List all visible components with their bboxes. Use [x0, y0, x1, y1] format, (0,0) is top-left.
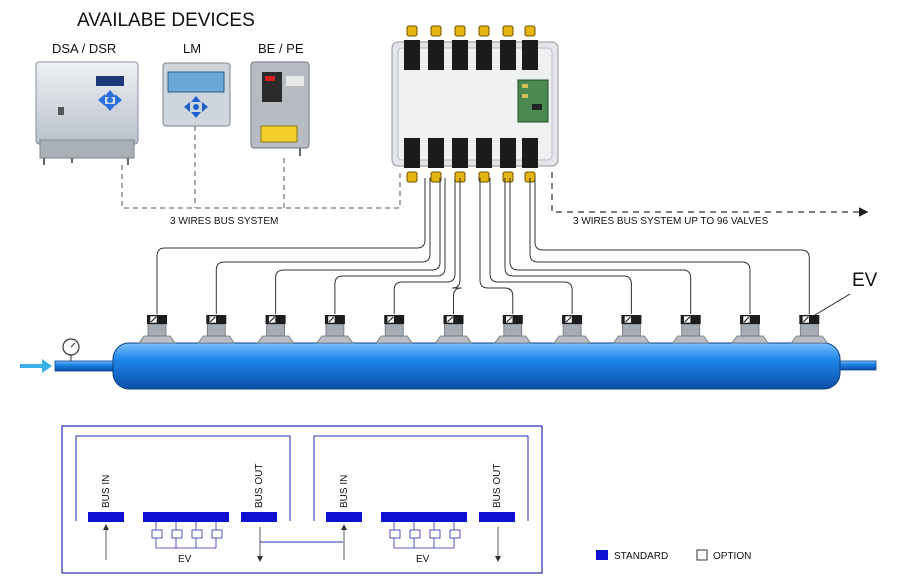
option-terminal — [449, 529, 461, 539]
page-title: AVAILABE DEVICES — [77, 10, 255, 31]
valve-wire — [451, 178, 462, 314]
ev-pointer — [809, 293, 851, 319]
schematic-module: BUS IN BUS OUT EV — [75, 435, 291, 565]
inlet-arrow-icon — [42, 359, 52, 373]
solenoid-valve — [494, 315, 532, 344]
terminal-connector-bottom — [452, 138, 468, 168]
controller-box-image — [391, 41, 559, 167]
bus-right-label: 3 WIRES BUS SYSTEM UP TO 96 VALVES — [573, 216, 769, 227]
valve-wire — [334, 178, 446, 314]
solenoid-valve — [197, 315, 236, 344]
bus-line-dsa — [121, 165, 401, 209]
bus-left-label: 3 WIRES BUS SYSTEM — [170, 216, 278, 227]
ev-block — [143, 512, 229, 522]
schematic-modules: BUS IN BUS OUT EV BUS IN BUS OUT EV — [75, 435, 529, 565]
solenoid-valve — [790, 315, 829, 344]
legend-option-label: OPTION — [713, 551, 751, 562]
terminal-connector-top — [404, 40, 420, 70]
terminal-connector-bottom — [522, 138, 538, 168]
bus-out-label: BUS OUT — [254, 464, 265, 508]
schematic-frame — [61, 425, 543, 574]
option-terminal — [151, 529, 163, 539]
solenoid-valve — [138, 315, 176, 344]
solenoid-valve — [731, 315, 769, 344]
terminal-connector-bottom — [500, 138, 516, 168]
terminal-connector-top — [476, 40, 492, 70]
terminal-connector-top — [522, 40, 538, 70]
terminal-screw-top — [478, 25, 490, 37]
solenoid-valve — [434, 315, 473, 344]
module-ev-label: EV — [416, 554, 430, 565]
bus-out-block — [479, 512, 515, 522]
terminal-connector-top — [452, 40, 468, 70]
inlet-pipe — [54, 360, 116, 372]
outlet-pipe — [835, 360, 877, 371]
bus-in-label: BUS IN — [101, 475, 112, 508]
device-label-be: BE / PE — [258, 41, 304, 56]
terminal-screw-top — [524, 25, 536, 37]
schematic-module: BUS IN BUS OUT EV — [313, 435, 529, 565]
solenoid-valve — [671, 315, 710, 344]
terminal-connector-top — [500, 40, 516, 70]
terminal-connector-bottom — [476, 138, 492, 168]
manifold-pipe — [112, 342, 841, 390]
bus-out-arrow — [551, 172, 869, 217]
controller-bottom-terminals — [404, 138, 538, 183]
solenoid-valve — [256, 315, 295, 344]
terminal-connector-bottom — [428, 138, 444, 168]
terminal-connector-top — [428, 40, 444, 70]
legend-standard-label: STANDARD — [614, 551, 668, 562]
valve-wire — [393, 178, 456, 314]
valve-wire — [504, 178, 632, 314]
terminal-screw-top — [430, 25, 442, 37]
bus-in-block — [326, 512, 362, 522]
option-terminal — [389, 529, 401, 539]
option-terminal — [409, 529, 421, 539]
terminal-screw-bottom — [478, 171, 490, 183]
ev-block — [381, 512, 467, 522]
solenoid-valve — [612, 315, 651, 344]
ev-label: EV — [852, 270, 878, 291]
module-ev-label: EV — [178, 554, 192, 565]
controller-top-terminals — [404, 25, 538, 70]
solenoid-valve — [316, 315, 354, 344]
terminal-connector-bottom — [404, 138, 420, 168]
terminal-screw-top — [454, 25, 466, 37]
valve-wire — [529, 178, 751, 314]
valve-wire — [489, 178, 573, 314]
dsa-dsr-device-image — [35, 61, 139, 165]
gauge-needle — [70, 342, 76, 348]
solenoid-valve — [375, 315, 413, 344]
bus-out-label: BUS OUT — [492, 464, 503, 508]
device-label-lm: LM — [183, 41, 201, 56]
legend-standard-swatch — [596, 550, 608, 560]
terminal-screw-top — [406, 25, 418, 37]
valve-wire — [509, 178, 692, 314]
option-terminal — [191, 529, 203, 539]
valve-wire — [215, 178, 431, 314]
valve-wire — [156, 178, 426, 314]
terminal-screw-bottom — [430, 171, 442, 183]
bus-out-block — [241, 512, 277, 522]
option-terminal — [429, 529, 441, 539]
bus-in-label: BUS IN — [339, 475, 350, 508]
legend-option-swatch — [696, 549, 708, 561]
valve-wires — [156, 178, 810, 314]
valve-wire — [479, 178, 514, 314]
solenoid-valve — [553, 315, 591, 344]
option-terminal — [171, 529, 183, 539]
bus-in-block — [88, 512, 124, 522]
be-pe-device-image — [250, 61, 310, 156]
device-label-dsa: DSA / DSR — [52, 41, 116, 56]
option-terminal — [211, 529, 223, 539]
lm-device-image — [162, 62, 231, 127]
valve-wire — [534, 178, 810, 314]
valve-wire — [275, 178, 441, 314]
valve-row — [138, 315, 829, 344]
terminal-screw-bottom — [406, 171, 418, 183]
terminal-screw-top — [502, 25, 514, 37]
